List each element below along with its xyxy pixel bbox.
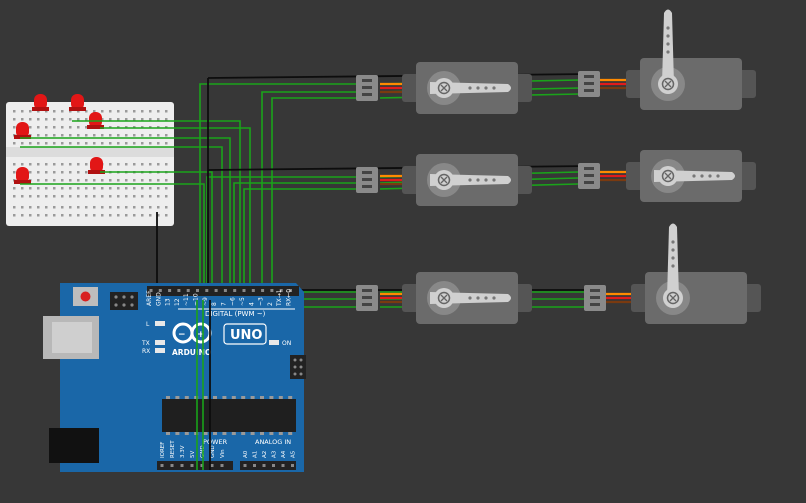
led[interactable]	[14, 122, 31, 139]
power-pin-label: IOREF	[160, 442, 166, 458]
power-pin-label: 3.3V	[180, 445, 186, 458]
servo-motor[interactable]	[600, 9, 756, 111]
wire-overlays	[196, 300, 204, 470]
pin-label: RX←0	[286, 289, 293, 306]
led[interactable]	[32, 94, 49, 111]
servo-connector	[578, 163, 600, 189]
led[interactable]	[88, 157, 105, 174]
led-group	[14, 94, 105, 184]
servo-row	[356, 9, 756, 114]
power-pin-label: RESET	[170, 440, 176, 458]
analog-pin-label: A1	[253, 451, 259, 458]
servo-row	[356, 223, 761, 325]
on-label: ON	[282, 340, 291, 347]
svg-text:+: +	[197, 330, 205, 340]
servo-connector	[584, 285, 606, 311]
analog-pin-label: A0	[243, 450, 249, 458]
servo-row	[356, 150, 756, 206]
atmega-chip	[162, 399, 296, 432]
servo-connector	[356, 75, 378, 101]
arduino-logo-text: ARDUINO	[172, 348, 211, 357]
tx-label: TX	[141, 340, 150, 347]
pin-label: 4	[248, 302, 255, 306]
analog-pin-label: A2	[262, 451, 268, 458]
analog-pin-label: A4	[281, 450, 287, 458]
pin-label: 7	[220, 302, 227, 306]
power-pin-label: 5V	[190, 451, 196, 458]
pin-label: ~10	[193, 293, 200, 306]
servo-motor[interactable]	[380, 154, 532, 206]
servo-array	[356, 9, 761, 325]
servo-motor[interactable]	[380, 62, 532, 114]
pin-label: 12	[174, 298, 181, 306]
rx-label: RX	[142, 348, 150, 355]
pin-label: ~11	[183, 293, 190, 306]
servo-connector	[578, 71, 600, 97]
servo-motor[interactable]	[380, 272, 532, 324]
model-label: UNO	[230, 328, 263, 343]
pin-label: ~9	[202, 297, 209, 306]
servo-motor[interactable]	[600, 223, 761, 325]
led[interactable]	[87, 112, 104, 129]
analog-pin-label: A3	[272, 450, 278, 458]
power-pin-label: Vin	[220, 449, 226, 458]
pin-label: ~5	[239, 297, 246, 306]
power-pin-label: GND	[210, 445, 216, 458]
servo-motor[interactable]	[600, 150, 756, 202]
pin-label: 13	[165, 298, 172, 306]
led[interactable]	[69, 94, 86, 111]
pin-label: TX→1	[276, 289, 283, 307]
pin-label: AREF	[146, 290, 153, 306]
servo-connector	[356, 285, 378, 311]
led[interactable]	[14, 167, 31, 184]
pin-label: ~6	[230, 297, 237, 306]
l-led-label: L	[146, 321, 150, 328]
digital-header	[147, 286, 299, 296]
power-label: POWER	[203, 438, 228, 446]
pin-label: GND	[155, 292, 162, 306]
pin-label: ~3	[258, 297, 265, 306]
power-header	[157, 461, 233, 470]
digital-label: DIGITAL (PWM ~)	[205, 310, 266, 318]
analog-label: ANALOG IN	[255, 438, 291, 446]
pin-label: 2	[267, 302, 274, 306]
analog-header	[240, 461, 296, 470]
servo-connector	[356, 167, 378, 193]
analog-pin-label: A5	[291, 450, 297, 458]
svg-text:−: −	[178, 330, 186, 340]
power-jack	[49, 428, 99, 463]
pin-label: 8	[211, 302, 218, 306]
